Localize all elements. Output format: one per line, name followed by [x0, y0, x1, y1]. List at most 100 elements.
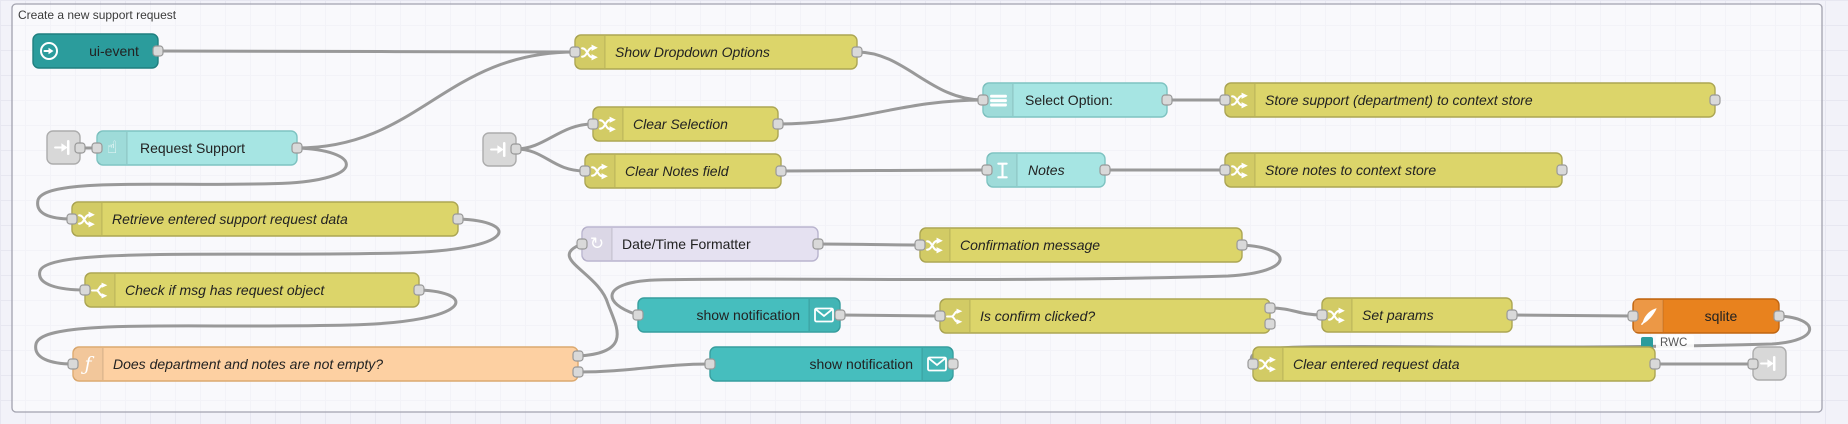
- input-port[interactable]: [569, 46, 581, 58]
- node-clear-notes-field[interactable]: Clear Notes field: [579, 153, 787, 189]
- input-port[interactable]: [704, 358, 716, 370]
- node-show-notification-2[interactable]: show notification: [704, 346, 959, 382]
- wire[interactable]: [610, 243, 1282, 317]
- input-port[interactable]: [91, 142, 103, 154]
- input-port[interactable]: [1316, 309, 1328, 321]
- input-port[interactable]: [1219, 164, 1231, 176]
- output-port[interactable]: [1556, 164, 1568, 176]
- output-port-2[interactable]: [572, 366, 584, 378]
- input-port[interactable]: [981, 164, 993, 176]
- node-datetime-formatter[interactable]: ↻ Date/Time Formatter: [576, 226, 824, 262]
- input-port[interactable]: [1627, 310, 1639, 322]
- wire[interactable]: [38, 217, 501, 292]
- wire[interactable]: [779, 168, 989, 173]
- wire[interactable]: [295, 50, 577, 150]
- node-label: ui-event: [89, 43, 139, 59]
- node-store-support-context[interactable]: Store support (department) to context st…: [1219, 82, 1721, 118]
- node-clear-selection[interactable]: Clear Selection: [587, 106, 784, 142]
- output-port[interactable]: [1773, 310, 1785, 322]
- input-port[interactable]: [1747, 358, 1759, 370]
- output-port[interactable]: [1099, 164, 1111, 176]
- input-port[interactable]: [587, 118, 599, 130]
- node-show-dropdown-options[interactable]: Show Dropdown Options: [569, 34, 863, 70]
- input-port[interactable]: [576, 238, 588, 250]
- wire[interactable]: [576, 362, 712, 374]
- hand-pointer-icon: ☝: [107, 138, 117, 158]
- node-label: Clear Notes field: [625, 163, 730, 179]
- output-port-1[interactable]: [572, 350, 584, 362]
- output-port[interactable]: [772, 118, 784, 130]
- node-label: Request Support: [140, 140, 245, 156]
- node-link-out-1[interactable]: [1747, 346, 1787, 381]
- input-port[interactable]: [934, 310, 946, 322]
- node-label: Confirmation message: [960, 237, 1100, 253]
- wire[interactable]: [156, 49, 577, 54]
- input-port[interactable]: [632, 309, 644, 321]
- node-label: Set params: [1362, 307, 1434, 323]
- wire[interactable]: [816, 242, 922, 247]
- output-port[interactable]: [851, 46, 863, 58]
- node-select-option[interactable]: Select Option:: [977, 82, 1173, 118]
- node-label: sqlite: [1705, 308, 1738, 324]
- input-port[interactable]: [1247, 358, 1259, 370]
- node-show-notification-1[interactable]: show notification: [632, 297, 846, 333]
- output-port-2[interactable]: [1264, 318, 1276, 330]
- node-clear-entered-request-data[interactable]: Clear entered request data: [1247, 346, 1661, 382]
- node-link-in-2[interactable]: [482, 132, 522, 167]
- node-ui-event[interactable]: ui-event: [32, 33, 164, 69]
- node-label: Date/Time Formatter: [622, 236, 751, 252]
- input-port[interactable]: [1219, 94, 1231, 106]
- input-port[interactable]: [79, 284, 91, 296]
- node-retrieve-request-data[interactable]: Retrieve entered support request data: [66, 201, 464, 237]
- node-sqlite[interactable]: sqlite RWC: [1627, 298, 1785, 350]
- wire[interactable]: [776, 98, 985, 126]
- output-port[interactable]: [1649, 358, 1661, 370]
- wire[interactable]: [567, 242, 619, 358]
- wire[interactable]: [838, 313, 942, 318]
- output-port-1[interactable]: [1264, 302, 1276, 314]
- node-label: Clear Selection: [633, 116, 728, 132]
- node-request-support[interactable]: ☝ Request Support: [91, 130, 303, 166]
- wire[interactable]: [1510, 313, 1635, 318]
- output-port[interactable]: [74, 142, 86, 154]
- node-store-notes-context[interactable]: Store notes to context store: [1219, 152, 1568, 188]
- output-port[interactable]: [1506, 309, 1518, 321]
- input-port[interactable]: [66, 213, 78, 225]
- node-check-msg-request[interactable]: Check if msg has request object: [79, 272, 425, 308]
- node-label: Does department and notes are not empty?: [113, 356, 383, 372]
- input-port[interactable]: [579, 165, 591, 177]
- output-port[interactable]: [1709, 94, 1721, 106]
- node-label: Store support (department) to context st…: [1265, 92, 1533, 108]
- node-set-params[interactable]: Set params: [1316, 297, 1518, 333]
- status-dot: [1641, 337, 1653, 349]
- output-port[interactable]: [291, 142, 303, 154]
- output-port[interactable]: [413, 284, 425, 296]
- output-port[interactable]: [1236, 239, 1248, 251]
- output-port[interactable]: [510, 143, 522, 155]
- wires: [34, 49, 1812, 374]
- input-port[interactable]: [67, 358, 79, 370]
- wire[interactable]: [34, 288, 458, 366]
- node-label: Notes: [1028, 162, 1065, 178]
- node-label: Retrieve entered support request data: [112, 211, 348, 227]
- output-port[interactable]: [775, 165, 787, 177]
- node-does-not-empty[interactable]: ƒ Does department and notes are not empt…: [67, 346, 584, 382]
- wire[interactable]: [855, 50, 985, 102]
- input-port[interactable]: [914, 239, 926, 251]
- output-port[interactable]: [1161, 94, 1173, 106]
- output-port[interactable]: [152, 45, 164, 57]
- input-port[interactable]: [977, 94, 989, 106]
- node-notes[interactable]: Notes: [981, 152, 1111, 188]
- node-confirmation-message[interactable]: Confirmation message: [914, 227, 1248, 263]
- wire[interactable]: [36, 146, 348, 221]
- node-is-confirm-clicked[interactable]: Is confirm clicked?: [934, 298, 1276, 334]
- output-port[interactable]: [834, 309, 846, 321]
- output-port[interactable]: [947, 358, 959, 370]
- wire[interactable]: [514, 147, 587, 173]
- node-label: Clear entered request data: [1293, 356, 1460, 372]
- node-link-in-1[interactable]: [46, 130, 86, 165]
- sqlite-status: RWC: [1641, 335, 1694, 350]
- output-port[interactable]: [812, 238, 824, 250]
- output-port[interactable]: [452, 213, 464, 225]
